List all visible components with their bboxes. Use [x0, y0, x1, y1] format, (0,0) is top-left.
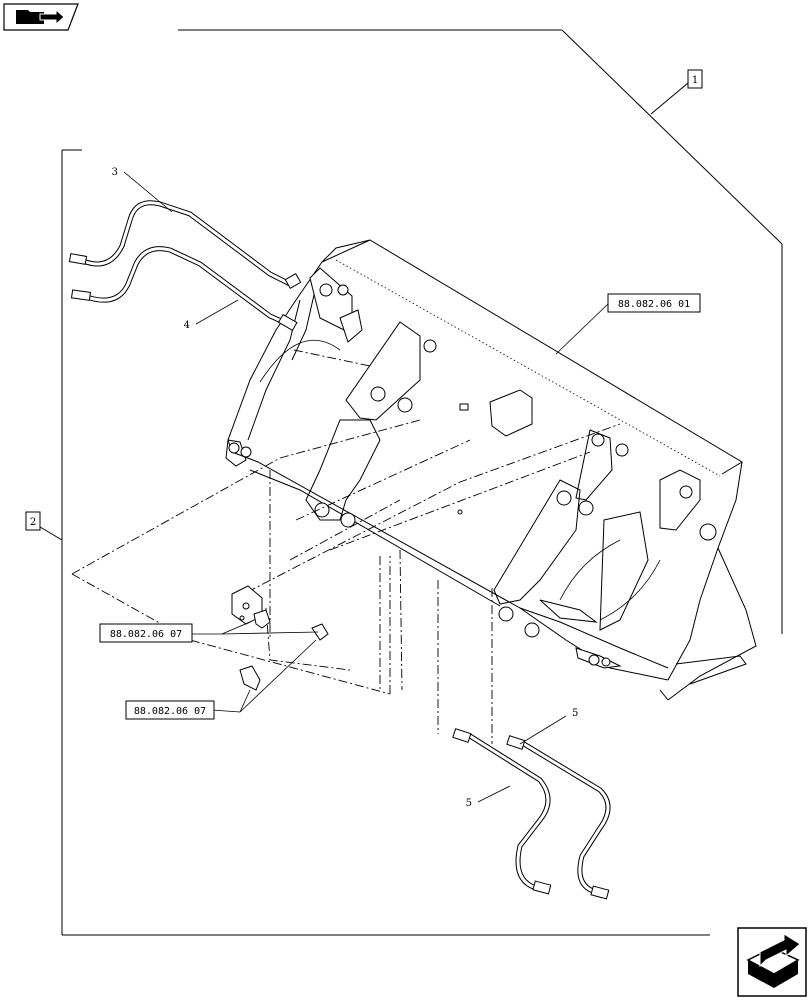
item-number-3[interactable]: 3: [112, 167, 118, 178]
hydraulic-routing-lines: [71, 349, 621, 744]
elbow-fitting-top: [253, 609, 271, 629]
hose-4: [70, 246, 298, 332]
item-number-5-upper[interactable]: 5: [572, 708, 578, 719]
loader-bucket: [227, 239, 757, 701]
tee-fitting: [311, 623, 329, 641]
next-page-arrow-icon[interactable]: [737, 927, 807, 997]
ref-link-valve[interactable]: 88.082.06 07: [99, 623, 193, 643]
hose-3: [68, 200, 302, 290]
hitch-bracket-right: [493, 429, 717, 669]
svg-text:2: 2: [30, 517, 36, 528]
ref-link-fitting[interactable]: 88.082.06 07: [125, 700, 215, 720]
elbow-fitting-bottom: [239, 665, 261, 691]
leader-lines: [123, 171, 609, 803]
valve-mount-plate: [457, 389, 533, 515]
svg-text:88.082.06 01: 88.082.06 01: [618, 299, 690, 310]
item-number-5-lower[interactable]: 5: [466, 798, 472, 809]
assembly-bracket-2: [39, 149, 710, 936]
svg-text:1: 1: [692, 75, 698, 86]
hose-5-left: [452, 728, 552, 895]
hose-5-right: [506, 735, 611, 900]
hitch-bracket-left: [225, 267, 437, 528]
folder-back-icon[interactable]: [3, 3, 79, 31]
callout-2[interactable]: 2: [25, 511, 41, 531]
callout-1[interactable]: 1: [687, 69, 703, 89]
item-number-4[interactable]: 4: [184, 320, 190, 331]
assembly-bracket-1: [178, 29, 783, 634]
svg-text:88.082.06 07: 88.082.06 07: [134, 706, 206, 717]
svg-text:88.082.06 07: 88.082.06 07: [110, 629, 182, 640]
ref-link-bucket[interactable]: 88.082.06 01: [607, 293, 701, 313]
